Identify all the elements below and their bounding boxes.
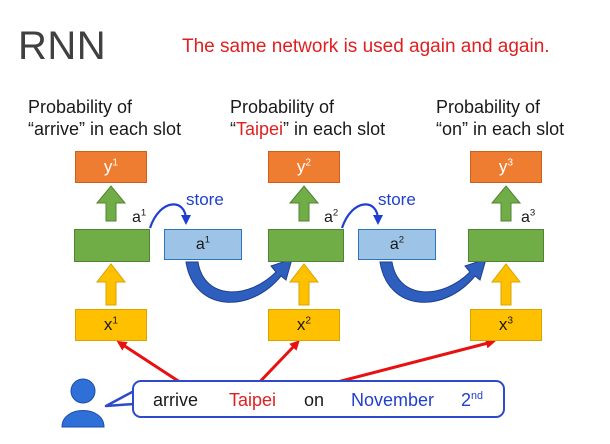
hidden-label-2: a2 [324, 207, 339, 226]
slide-subtitle: The same network is used again and again… [182, 36, 550, 57]
input-box-3: x3 [470, 309, 542, 341]
caption-3: Probability of “on” in each slot [436, 96, 564, 140]
quote-close: ” [462, 119, 469, 139]
caption-word: arrive [34, 119, 80, 139]
hidden-box-1 [74, 229, 150, 262]
memory-to-hidden-arrow-2 [379, 258, 487, 303]
sentence-word-taipei: Taipei [229, 390, 277, 410]
caption-word: Taipei [236, 119, 284, 139]
caption-line1: Probability of [230, 97, 335, 117]
sentence-bubble [132, 380, 505, 418]
store-arrow-1 [148, 203, 191, 229]
caption-word: on [442, 119, 463, 139]
input-to-hidden-arrow-2 [288, 263, 320, 306]
caption-rest: in each slot [85, 119, 182, 139]
memory-to-hidden-arrow-1 [185, 258, 293, 303]
hidden-label-1: a1 [132, 207, 147, 226]
hidden-to-output-arrow-1 [95, 185, 127, 222]
caption-rest: in each slot [289, 119, 386, 139]
quote-open: “ [436, 119, 442, 139]
hidden-box-2 [268, 229, 344, 262]
user-icon [61, 378, 105, 428]
sentence-word-2nd: 2nd [461, 390, 484, 410]
input-to-hidden-arrow-1 [95, 263, 127, 306]
hidden-to-output-arrow-3 [490, 185, 522, 222]
hidden-box-3 [468, 229, 544, 262]
store-label-2: store [378, 190, 416, 209]
speech-bubble-tail [104, 389, 135, 408]
quote-open: “ [230, 119, 236, 139]
output-box-3: y3 [470, 151, 542, 183]
store-arrow-2 [340, 203, 383, 229]
sentence-word-arrive: arrive [153, 390, 199, 410]
caption-line1: Probability of [436, 97, 541, 117]
store-label-1: store [186, 190, 224, 209]
sentence-word-on: on [304, 390, 325, 410]
quote-close: ” [283, 119, 290, 139]
input-box-2: x2 [268, 309, 340, 341]
slide-title: RNN [18, 24, 107, 68]
caption-1: Probability of “arrive” in each slot [28, 96, 181, 140]
memory-box-1: a1 [164, 229, 242, 260]
caption-rest: in each slot [468, 119, 565, 139]
caption-line1: Probability of [28, 97, 133, 117]
quote-open: “ [28, 119, 34, 139]
word-to-input-arrow-on [317, 338, 496, 389]
caption-2: Probability of “Taipei” in each slot [230, 96, 385, 140]
quote-close: ” [79, 119, 86, 139]
hidden-label-3: a3 [521, 207, 536, 226]
hidden-to-output-arrow-2 [288, 185, 320, 222]
output-box-1: y1 [75, 151, 147, 183]
input-to-hidden-arrow-3 [490, 263, 522, 306]
input-box-1: x1 [75, 309, 147, 341]
output-box-2: y2 [268, 151, 340, 183]
memory-box-2: a2 [358, 229, 436, 260]
sentence-word-november: November [351, 390, 435, 410]
